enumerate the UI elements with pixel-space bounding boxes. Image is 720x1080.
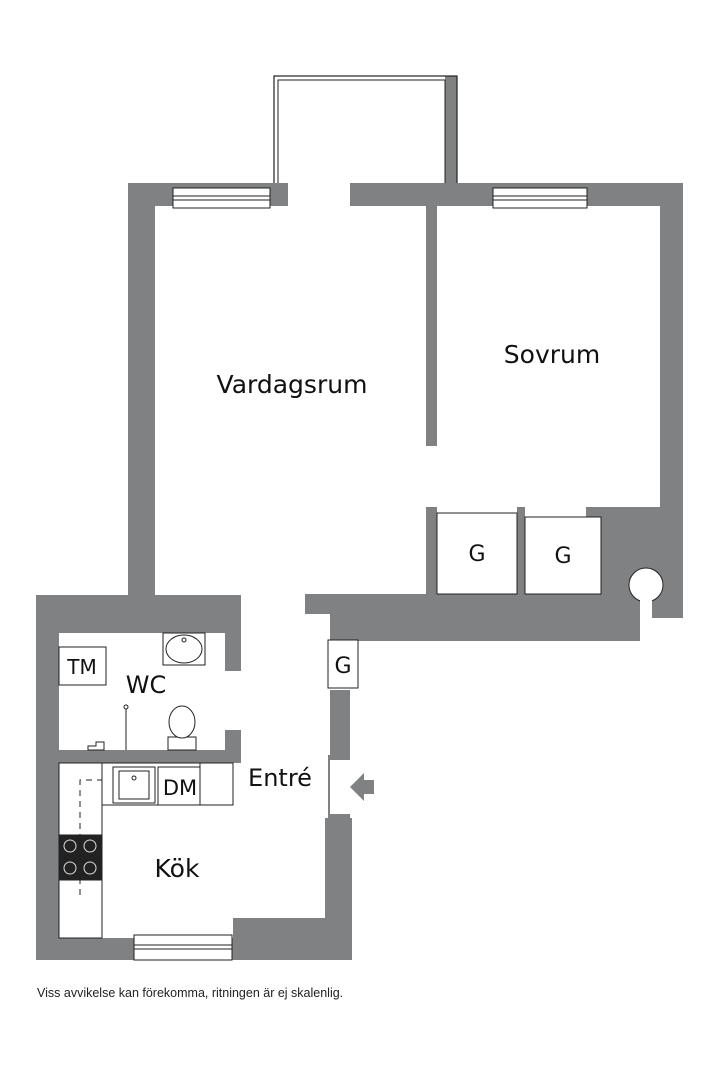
laundry-machine	[58, 646, 107, 686]
balcony-icon	[273, 75, 458, 187]
sink-icon	[162, 632, 206, 666]
laundry-label: TM	[66, 655, 96, 679]
shower-icon	[87, 704, 129, 751]
wardrobe-label-2: G	[554, 544, 571, 569]
wardrobe-1	[436, 512, 518, 595]
room-label-wc: WC	[126, 671, 167, 699]
wardrobe-label-3: G	[334, 654, 351, 679]
dishwasher-label: DM	[163, 776, 197, 800]
wardrobe-2	[524, 516, 602, 595]
room-label-vardagsrum: Vardagsrum	[217, 370, 368, 399]
balcony-door	[288, 183, 350, 206]
window-icon	[133, 187, 588, 961]
room-label-kok: Kök	[155, 854, 200, 883]
toilet-icon	[167, 705, 197, 751]
dishwasher	[157, 766, 201, 806]
wardrobe-label-1: G	[468, 542, 485, 567]
room-label-sovrum: Sovrum	[504, 340, 600, 369]
sink-icon	[112, 766, 156, 804]
entrance-arrow-icon	[350, 773, 374, 801]
shaft-icon	[628, 567, 664, 618]
room-label-entre: Entré	[248, 764, 312, 792]
wardrobe-3	[327, 639, 359, 689]
stove-icon	[58, 834, 103, 881]
disclaimer-caption: Viss avvikelse kan förekomma, ritningen …	[37, 986, 344, 1000]
